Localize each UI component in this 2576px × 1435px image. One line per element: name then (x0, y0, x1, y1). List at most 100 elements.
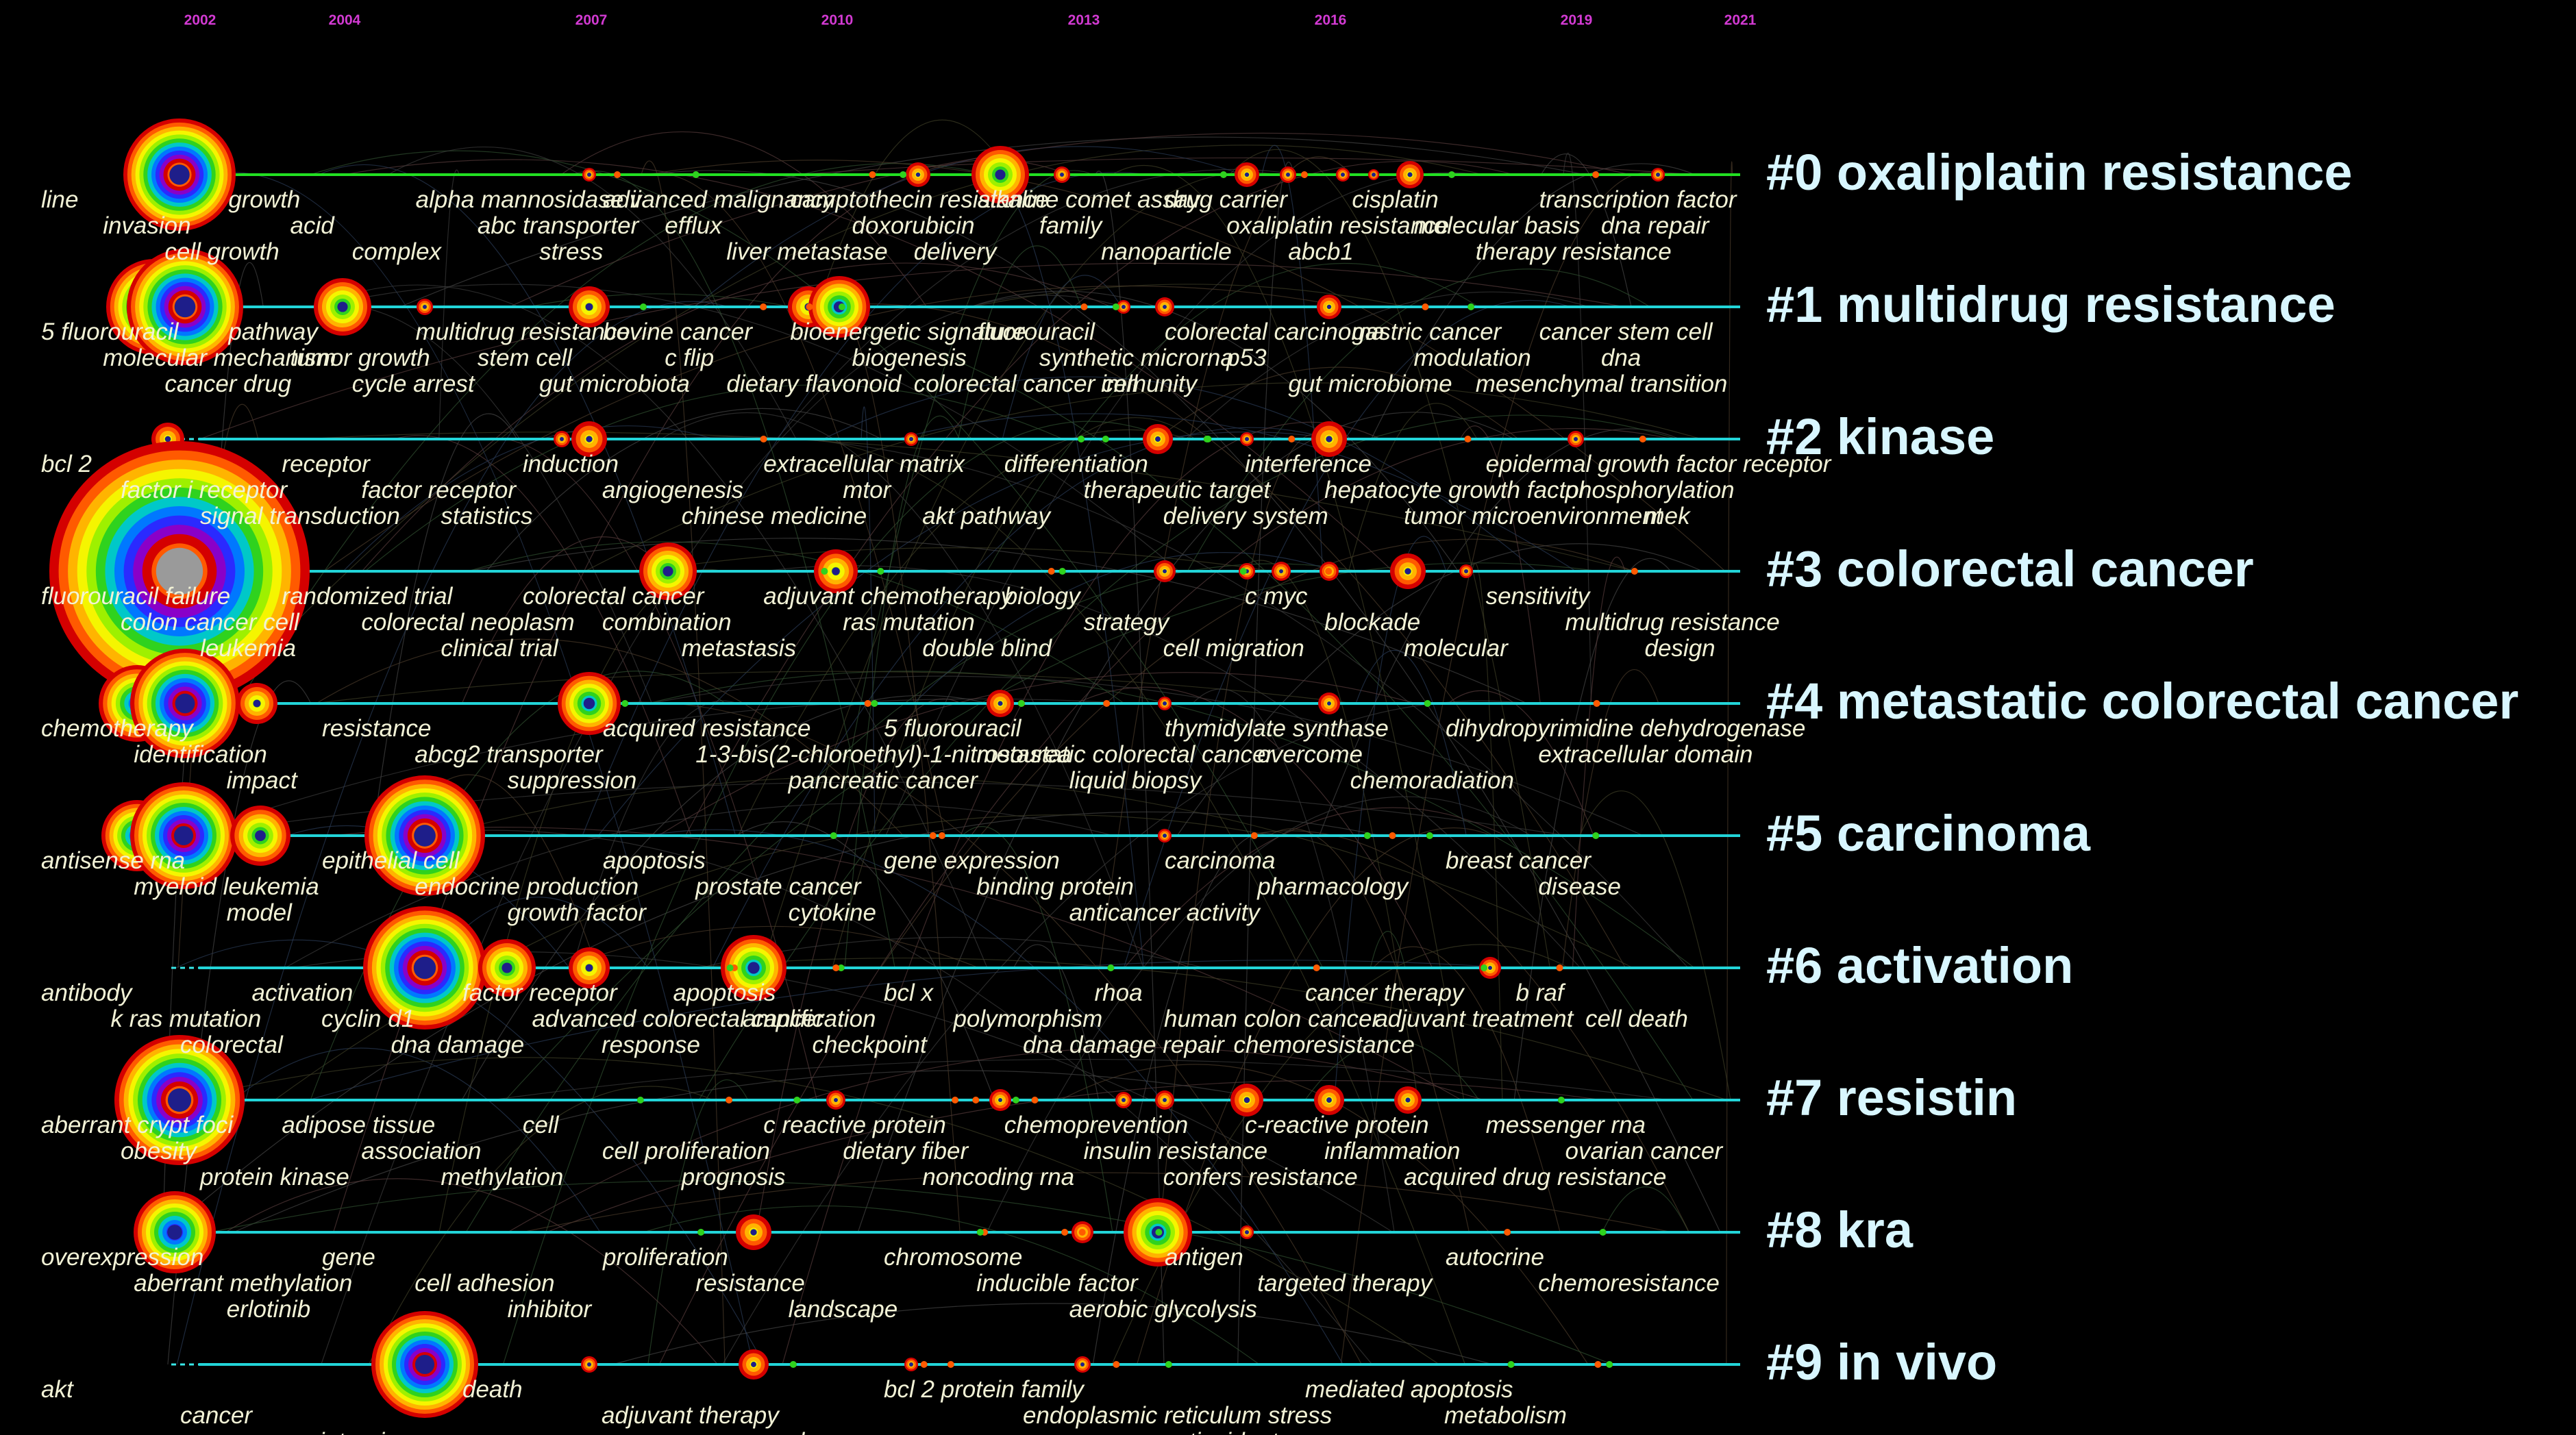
keyword-node[interactable] (1394, 1086, 1422, 1114)
keyword-node-small[interactable] (1061, 1229, 1069, 1236)
keyword-node[interactable] (987, 690, 1014, 717)
keyword-node-small[interactable] (1424, 700, 1431, 707)
keyword-node[interactable] (127, 249, 243, 365)
keyword-node-small[interactable] (947, 1361, 954, 1368)
keyword-node-small[interactable] (1592, 171, 1600, 178)
keyword-node-small[interactable] (636, 1097, 644, 1103)
keyword-node[interactable] (1317, 295, 1341, 319)
keyword-node-small[interactable] (1593, 700, 1600, 707)
keyword-node-small[interactable] (1313, 964, 1320, 971)
keyword-node-small[interactable] (1507, 1361, 1515, 1368)
keyword-node[interactable] (1117, 300, 1130, 314)
keyword-node-small[interactable] (1031, 1097, 1039, 1103)
keyword-node-small[interactable] (864, 700, 871, 707)
keyword-node-small[interactable] (1017, 700, 1025, 707)
keyword-node[interactable] (130, 782, 237, 889)
keyword-node[interactable] (989, 1089, 1011, 1111)
keyword-node[interactable] (1124, 1198, 1192, 1266)
keyword-node[interactable] (582, 168, 596, 182)
keyword-node-small[interactable] (1504, 1229, 1511, 1236)
keyword-node-small[interactable] (1107, 964, 1115, 971)
keyword-node[interactable] (1272, 562, 1291, 581)
keyword-node-small[interactable] (1464, 436, 1472, 442)
keyword-node[interactable] (1568, 431, 1584, 447)
keyword-node[interactable] (814, 549, 858, 593)
keyword-node-small[interactable] (871, 700, 878, 707)
keyword-node-small[interactable] (1631, 568, 1638, 575)
keyword-node-small[interactable] (929, 832, 937, 839)
keyword-node[interactable] (554, 431, 570, 447)
keyword-node[interactable] (1074, 1356, 1091, 1373)
keyword-node-small[interactable] (1639, 436, 1646, 442)
keyword-node-small[interactable] (726, 1097, 733, 1103)
keyword-node[interactable] (569, 286, 610, 327)
keyword-node[interactable] (904, 432, 918, 446)
keyword-node[interactable] (114, 1035, 245, 1165)
keyword-node-small[interactable] (1078, 436, 1085, 442)
keyword-node-small[interactable] (760, 303, 767, 310)
keyword-node[interactable] (1158, 697, 1172, 710)
keyword-node[interactable] (1396, 161, 1424, 188)
keyword-node[interactable] (736, 1214, 771, 1250)
keyword-node-small[interactable] (806, 303, 813, 310)
keyword-node-small[interactable] (692, 171, 699, 178)
keyword-node-small[interactable] (1599, 1229, 1607, 1236)
keyword-node-small[interactable] (1557, 1097, 1565, 1103)
keyword-node-small[interactable] (1288, 436, 1296, 442)
keyword-node-small[interactable] (1048, 568, 1055, 575)
keyword-node[interactable] (1143, 424, 1173, 454)
keyword-node-small[interactable] (1606, 1361, 1613, 1368)
keyword-node-small[interactable] (832, 964, 840, 971)
keyword-node[interactable] (904, 1358, 918, 1371)
keyword-node-small[interactable] (1300, 171, 1308, 178)
keyword-node[interactable] (1240, 1225, 1254, 1239)
keyword-node[interactable] (1336, 168, 1350, 182)
keyword-node[interactable] (1314, 1085, 1344, 1115)
keyword-node-small[interactable] (789, 1361, 797, 1368)
keyword-node-small[interactable] (726, 964, 734, 971)
keyword-node-small[interactable] (1556, 964, 1563, 971)
keyword-node[interactable] (371, 1311, 478, 1418)
keyword-node[interactable] (571, 421, 607, 457)
keyword-node-small[interactable] (1426, 832, 1433, 839)
keyword-node[interactable] (581, 1356, 597, 1373)
keyword-node-small[interactable] (1113, 1361, 1120, 1368)
keyword-node[interactable] (971, 146, 1029, 203)
keyword-node[interactable] (1154, 560, 1176, 582)
keyword-node-small[interactable] (1363, 832, 1371, 839)
keyword-node-small[interactable] (1058, 568, 1066, 575)
keyword-node[interactable] (314, 278, 371, 336)
keyword-node[interactable] (1651, 168, 1665, 182)
keyword-node-small[interactable] (1389, 832, 1396, 839)
keyword-node-small[interactable] (760, 436, 767, 442)
keyword-node[interactable] (1158, 829, 1172, 843)
keyword-node-small[interactable] (621, 700, 629, 707)
keyword-node[interactable] (49, 441, 310, 701)
keyword-node[interactable] (364, 775, 485, 896)
keyword-node[interactable] (558, 672, 621, 735)
keyword-node[interactable] (1054, 166, 1070, 183)
keyword-node[interactable] (1280, 166, 1296, 183)
keyword-node[interactable] (1390, 553, 1426, 589)
keyword-node[interactable] (363, 906, 486, 1030)
keyword-node-small[interactable] (938, 832, 945, 839)
keyword-node-small[interactable] (1080, 303, 1088, 310)
keyword-node[interactable] (1155, 297, 1174, 316)
keyword-node[interactable] (134, 1191, 216, 1273)
keyword-node[interactable] (739, 1349, 769, 1380)
keyword-node[interactable] (1311, 421, 1347, 457)
keyword-node-small[interactable] (793, 1097, 801, 1103)
keyword-node-small[interactable] (1422, 303, 1429, 310)
keyword-node[interactable] (130, 649, 240, 758)
keyword-node-small[interactable] (900, 171, 907, 178)
keyword-node-small[interactable] (920, 1361, 928, 1368)
keyword-node[interactable] (1318, 692, 1340, 714)
keyword-node-small[interactable] (952, 1097, 959, 1103)
keyword-node-small[interactable] (1592, 832, 1600, 839)
keyword-node-small[interactable] (976, 1229, 984, 1236)
keyword-node-small[interactable] (877, 568, 884, 575)
keyword-node-small[interactable] (821, 568, 828, 575)
keyword-node-small[interactable] (837, 964, 845, 971)
keyword-node[interactable] (236, 683, 277, 724)
keyword-node-small[interactable] (1078, 1229, 1086, 1236)
